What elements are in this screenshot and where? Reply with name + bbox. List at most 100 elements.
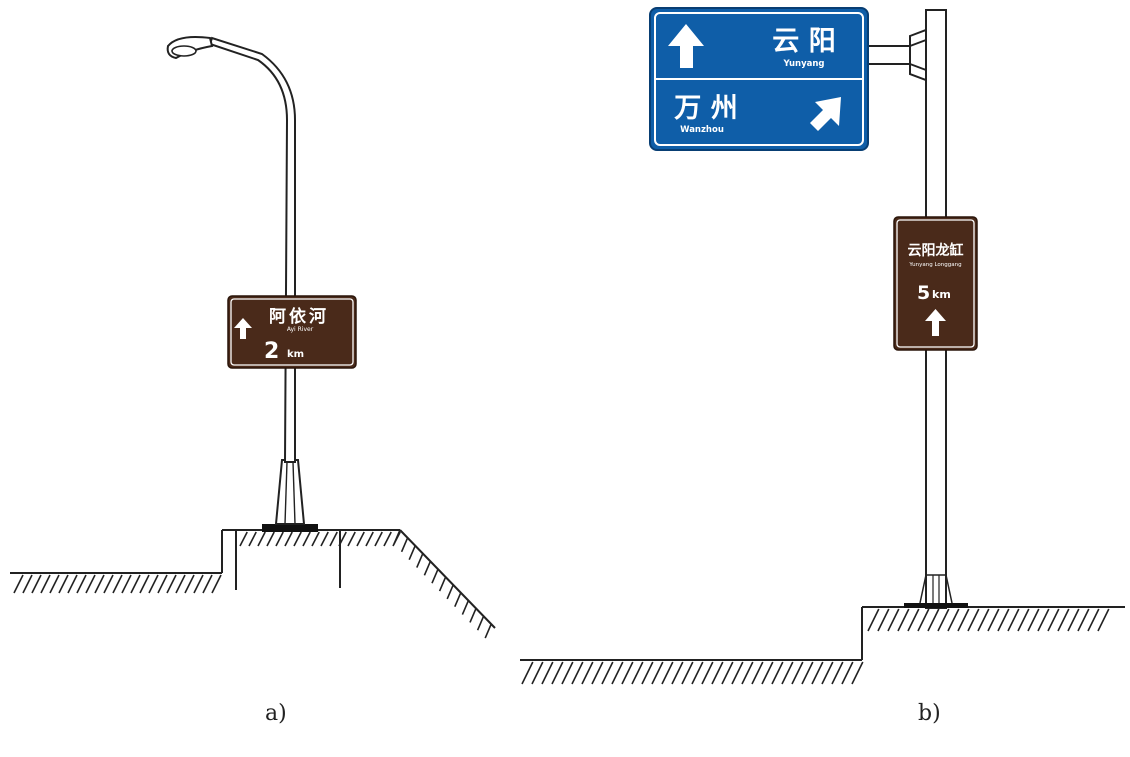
hatch-line <box>416 553 424 568</box>
hatch-line <box>408 545 416 560</box>
panel-b: 云 阳 Yunyang 万 州 Wanzhou 云阳龙缸 Yunyang Lon… <box>520 7 1125 726</box>
hatch-line <box>751 661 764 685</box>
hatch-line <box>947 608 960 632</box>
hatch-line <box>193 574 204 594</box>
pole-sign-distance-number: 5 <box>917 282 930 304</box>
pole-sign-distance-unit: km <box>932 288 951 301</box>
hatch-line <box>239 531 248 547</box>
caption-a: a) <box>265 701 287 726</box>
pole-base-plate-b <box>904 603 968 608</box>
hatch-line <box>202 574 213 594</box>
panel-a: 阿依河 Ayi River 2 km a) <box>10 36 496 726</box>
hatch-line <box>1097 608 1110 632</box>
hatch-line <box>867 608 880 632</box>
hatch-line <box>731 661 744 685</box>
overhead-lower-name-cn: 万 州 <box>674 93 737 124</box>
hatch-line <box>531 661 544 685</box>
hatch-line <box>31 574 42 594</box>
ground-left-a <box>10 529 496 639</box>
hatch-line <box>248 531 257 547</box>
up-arrow-icon <box>234 318 252 339</box>
hatch-line <box>454 592 462 608</box>
hatch-line <box>284 531 293 547</box>
hatch-line <box>897 608 910 632</box>
hatch-line <box>581 661 594 685</box>
hatch-line <box>691 661 704 685</box>
hatch-line <box>13 574 24 594</box>
hatch-line <box>841 661 854 685</box>
pole-base-plate-a <box>262 524 318 532</box>
hatch-line <box>211 574 222 594</box>
hatch-line <box>997 608 1010 632</box>
hatch-line <box>551 661 564 685</box>
hatch-line <box>302 531 311 547</box>
ground-hatching-b <box>521 608 1110 685</box>
hatch-line <box>987 608 1000 632</box>
hatch-line <box>977 608 990 632</box>
sign-distance-unit: km <box>287 349 304 360</box>
hatch-line <box>365 531 374 547</box>
hatch-line <box>811 661 824 685</box>
pole-sign-name-cn: 云阳龙缸 <box>908 242 964 259</box>
hatch-line <box>821 661 834 685</box>
hatch-line <box>461 600 470 615</box>
hatch-line <box>1077 608 1090 632</box>
hatch-line <box>275 531 284 547</box>
hatch-line <box>721 661 734 685</box>
hatch-line <box>431 568 439 584</box>
hatch-line <box>681 661 694 685</box>
hatch-line <box>937 608 950 632</box>
pole-base-flare-a <box>274 459 306 525</box>
hatch-line <box>801 661 814 685</box>
hatch-line <box>112 574 123 594</box>
hatch-line <box>469 608 477 623</box>
cantilever-arm-b <box>865 28 927 82</box>
hatch-line <box>831 661 844 685</box>
hatch-line <box>438 576 447 592</box>
hatch-line <box>927 608 940 632</box>
hatch-line <box>571 661 584 685</box>
overhead-upper-name-cn: 云 阳 <box>772 26 835 57</box>
hatch-line <box>791 661 804 685</box>
hatch-line <box>561 661 574 685</box>
hatch-line <box>356 531 365 547</box>
hatch-line <box>541 661 554 685</box>
hatch-line <box>383 531 392 547</box>
hatch-line <box>103 574 114 594</box>
hatch-line <box>157 574 168 594</box>
hatch-line <box>423 561 432 576</box>
hatch-line <box>671 661 684 685</box>
up-arrow-icon <box>925 309 946 336</box>
hatch-line <box>1037 608 1050 632</box>
caption-b: b) <box>918 701 941 726</box>
hatch-line <box>49 574 60 594</box>
hatch-line <box>1087 608 1100 632</box>
pole-sign-name-en: Yunyang Longgang <box>908 262 961 268</box>
hatch-line <box>1027 608 1040 632</box>
hatch-line <box>311 531 320 547</box>
hatch-line <box>851 661 864 685</box>
hatch-line <box>1047 608 1060 632</box>
hatch-line <box>484 623 492 639</box>
sign-distance-number: 2 <box>264 339 279 364</box>
hatch-line <box>22 574 33 594</box>
hatch-line <box>877 608 890 632</box>
hatch-line <box>611 661 624 685</box>
hatch-line <box>641 661 654 685</box>
hatch-line <box>1007 608 1020 632</box>
hatch-line <box>741 661 754 685</box>
sign-name-en: Ayi River <box>287 326 314 333</box>
hatch-line <box>661 661 674 685</box>
hatch-line <box>293 531 302 547</box>
sign-name-cn: 阿依河 <box>269 306 329 327</box>
hatch-line <box>1067 608 1080 632</box>
hatch-line <box>400 537 409 553</box>
hatch-line <box>1017 608 1030 632</box>
hatch-line <box>139 574 150 594</box>
up-arrow-icon <box>668 24 704 68</box>
hatch-line <box>711 661 724 685</box>
hatch-line <box>651 661 664 685</box>
up-right-arrow-icon <box>810 97 841 131</box>
hatch-line <box>338 531 347 547</box>
